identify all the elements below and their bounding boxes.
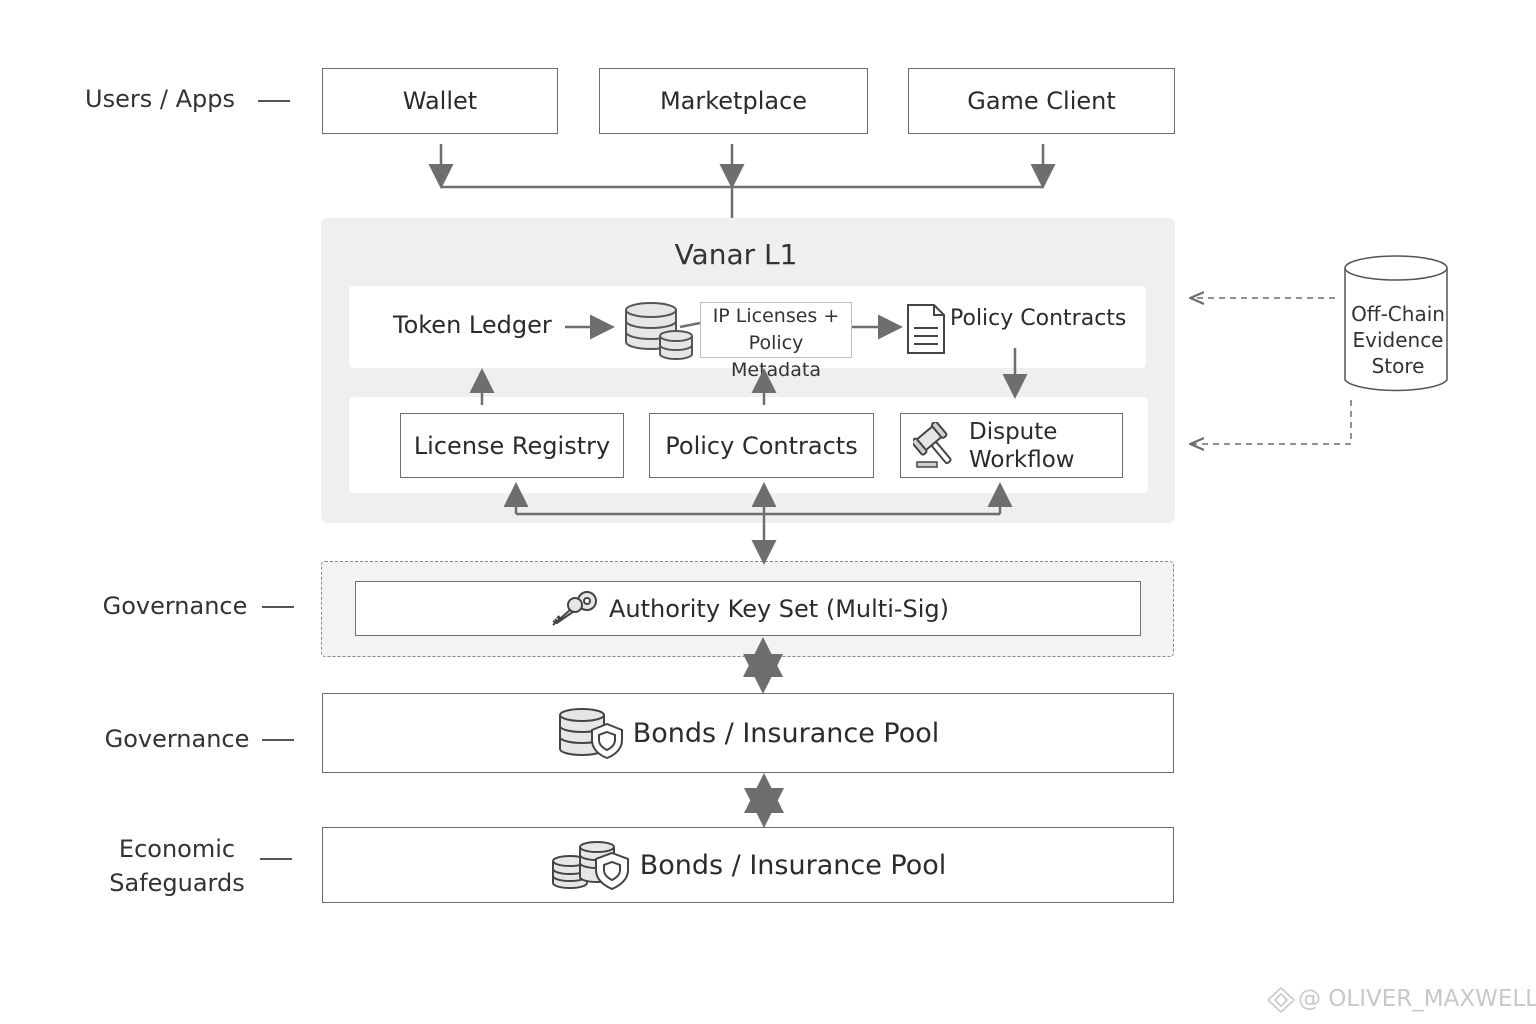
gavel-icon [913,421,952,468]
db-to-ip-connector [679,321,701,329]
dispute-line1: Dispute [969,418,1058,445]
lane-divider-governance-2 [262,739,294,741]
ip-licenses-line1: IP Licenses + [712,305,840,327]
lane-divider-governance-1 [262,606,294,608]
license-registry-box[interactable]: License Registry [400,413,624,478]
authority-key-set-label: Authority Key Set (Multi-Sig) [608,594,950,623]
bonds-pool-box-2[interactable]: Bonds / Insurance Pool [322,827,1174,903]
wallet-box[interactable]: Wallet [322,68,558,134]
bonds-pool-label-2: Bonds / Insurance Pool [639,849,947,881]
offchain-store-cylinder[interactable] [1342,254,1452,398]
dispute-line2: Workflow [969,446,1075,473]
database-shield-icon [558,708,623,760]
lane-divider-economic [260,858,292,860]
policy-contracts-box[interactable]: Policy Contracts [649,413,874,478]
watermark-text: @ OLIVER_MAXWELL [1298,986,1536,1012]
dispute-workflow-label: Dispute Workflow [969,418,1075,474]
authority-key-set-box[interactable]: Authority Key Set (Multi-Sig) [355,581,1141,636]
lane-label-economic-line1: Economic [118,835,236,863]
lane-divider-users [258,100,290,102]
offchain-line1: Off-Chain [1351,302,1445,326]
lane-label-economic: Economic Safeguards [97,832,257,900]
bonds-pool-label-1: Bonds / Insurance Pool [632,717,940,749]
offchain-to-dispute-dashed [1192,400,1352,444]
lane-label-economic-line2: Safeguards [109,869,245,897]
coins-shield-icon [551,841,629,891]
lane-label-users: Users / Apps [85,85,235,113]
offchain-line3: Store [1371,354,1425,378]
policy-contracts-top-label[interactable]: Policy Contracts [950,306,1127,331]
bonds-pool-box-1[interactable]: Bonds / Insurance Pool [322,693,1174,773]
offchain-line2: Evidence [1352,328,1444,352]
token-ledger-label[interactable]: Token Ledger [393,311,552,339]
database-icon [625,302,693,360]
watermark-logo-icon [1266,986,1296,1014]
marketplace-box[interactable]: Marketplace [599,68,868,134]
keys-icon [552,590,597,626]
lane-label-governance-2: Governance [104,725,250,753]
ip-licenses-box[interactable]: IP Licenses + Policy Metadata [700,302,852,381]
dispute-workflow-box[interactable]: Dispute Workflow [900,413,1123,478]
game-client-box[interactable]: Game Client [908,68,1175,134]
document-icon [907,304,945,354]
offchain-store-label: Off-Chain Evidence Store [1342,301,1454,379]
lane-label-governance-1: Governance [102,592,248,620]
vanar-l1-title: Vanar L1 [674,238,798,271]
